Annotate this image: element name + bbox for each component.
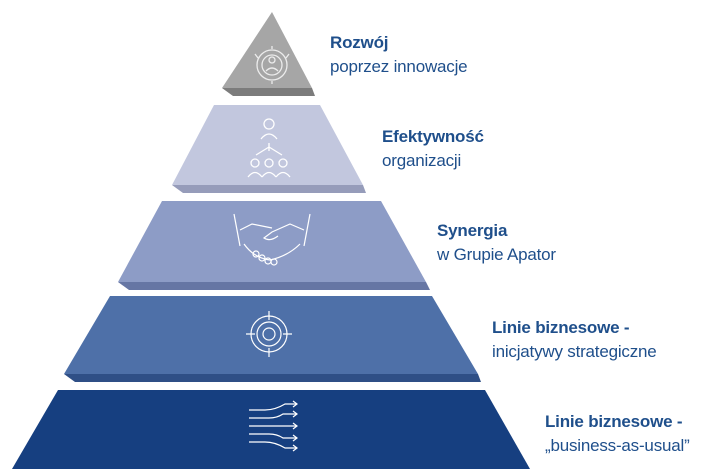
level-4-label: Linie biznesowe - inicjatywy strategiczn…: [492, 316, 657, 364]
level-1-subtitle: poprzez innowacje: [330, 57, 468, 76]
pyramid-level-3: [118, 201, 430, 290]
pyramid-level-2: [172, 105, 366, 193]
level-5-label: Linie biznesowe - „business-as-usual”: [545, 410, 690, 458]
level-4-title: Linie biznesowe -: [492, 318, 630, 337]
level-2-subtitle: organizacji: [382, 151, 462, 170]
pyramid-level-4: [64, 296, 481, 382]
level-3-subtitle: w Grupie Apator: [437, 245, 556, 264]
level-2-title: Efektywność: [382, 127, 484, 146]
level-4-subtitle: inicjatywy strategiczne: [492, 342, 657, 361]
innovation-gear-icon: [254, 46, 290, 84]
org-chart-icon: [247, 118, 291, 178]
level-1-title: Rozwój: [330, 33, 389, 52]
pyramid-level-5: [12, 390, 530, 469]
arrows-icon: [249, 400, 298, 452]
level-3-label: Synergia w Grupie Apator: [437, 219, 556, 267]
pyramid-level-1: [222, 12, 315, 96]
level-5-subtitle: „business-as-usual”: [545, 436, 690, 455]
level-2-label: Efektywność organizacji: [382, 125, 484, 173]
level-1-label: Rozwój poprzez innowacje: [330, 31, 468, 79]
target-icon: [246, 311, 292, 357]
level-5-title: Linie biznesowe -: [545, 412, 683, 431]
level-3-title: Synergia: [437, 221, 508, 240]
handshake-icon: [233, 213, 311, 266]
